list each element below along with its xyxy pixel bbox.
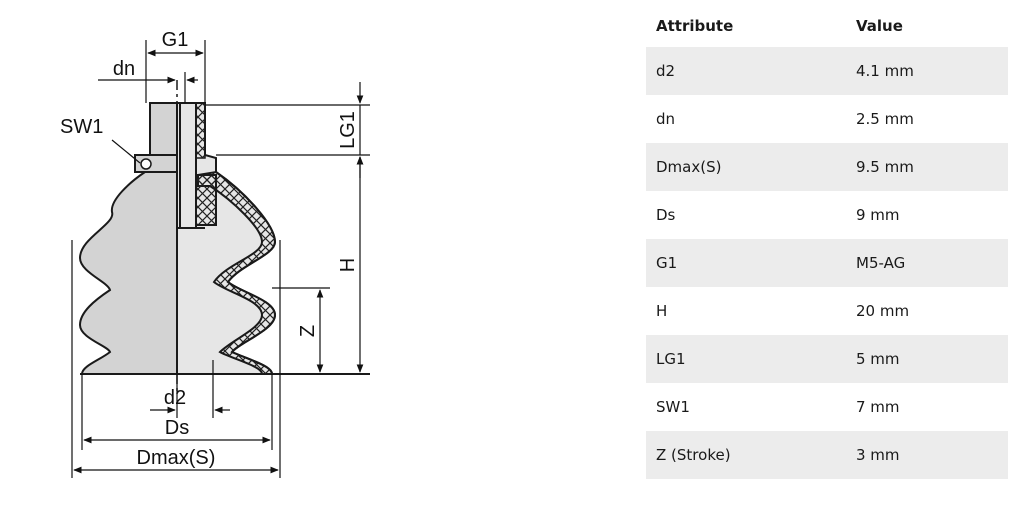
h-label: H — [337, 258, 359, 272]
attribute-cell: H — [656, 302, 668, 320]
value-cell: 4.1 mm — [846, 47, 1008, 95]
value-header: Value — [856, 17, 903, 35]
attribute-cell: LG1 — [646, 335, 846, 383]
table-row: Ds 9 mm — [646, 191, 1008, 239]
attribute-cell: Z (Stroke) — [646, 431, 846, 479]
value-cell: 2.5 mm — [856, 110, 914, 128]
attribute-cell: Dmax(S) — [646, 143, 846, 191]
dmax-label: Dmax(S) — [137, 447, 216, 469]
sw1-label: SW1 — [60, 116, 103, 138]
attribute-header: Attribute — [656, 17, 734, 35]
table-row: dn 2.5 mm — [646, 95, 1008, 143]
value-cell: 7 mm — [856, 398, 900, 416]
sw1-leader — [111, 139, 141, 164]
table-row: H 20 mm — [646, 287, 1008, 335]
table-row: Z (Stroke) 3 mm — [646, 431, 1008, 479]
d2-label: d2 — [164, 387, 186, 409]
g1-label: G1 — [162, 29, 189, 51]
value-cell: 3 mm — [846, 431, 1008, 479]
attribute-cell: d2 — [646, 47, 846, 95]
hatched-insert — [195, 174, 217, 226]
table-row: G1 M5-AG — [646, 239, 1008, 287]
stem-thread — [195, 102, 206, 159]
stem-bore — [179, 102, 197, 229]
lg1-label: LG1 — [337, 111, 359, 149]
attribute-cell: Ds — [656, 206, 676, 224]
attribute-cell: dn — [656, 110, 676, 128]
dn-label: dn — [113, 58, 135, 80]
attribute-cell: SW1 — [656, 398, 690, 416]
value-cell: 20 mm — [856, 302, 910, 320]
nut-hole — [140, 158, 152, 170]
table-row: LG1 5 mm — [646, 335, 1008, 383]
spec-table: Attribute Value d2 4.1 mm dn 2.5 mm Dmax… — [646, 5, 1008, 479]
bellows-exterior — [78, 102, 178, 375]
table-row: Dmax(S) 9.5 mm — [646, 143, 1008, 191]
table-header-row: Attribute Value — [646, 5, 1008, 47]
value-cell: 5 mm — [846, 335, 1008, 383]
z-label: Z — [297, 325, 319, 337]
suction-cup-dimension-diagram: G1 dn SW1 LG1 H Z d2 Ds Dmax(S) — [60, 29, 370, 478]
attribute-cell: G1 — [646, 239, 846, 287]
ds-label: Ds — [165, 417, 189, 439]
value-cell: 9 mm — [856, 206, 900, 224]
value-cell: 9.5 mm — [846, 143, 1008, 191]
table-row: d2 4.1 mm — [646, 47, 1008, 95]
table-row: SW1 7 mm — [646, 383, 1008, 431]
value-cell: M5-AG — [846, 239, 1008, 287]
